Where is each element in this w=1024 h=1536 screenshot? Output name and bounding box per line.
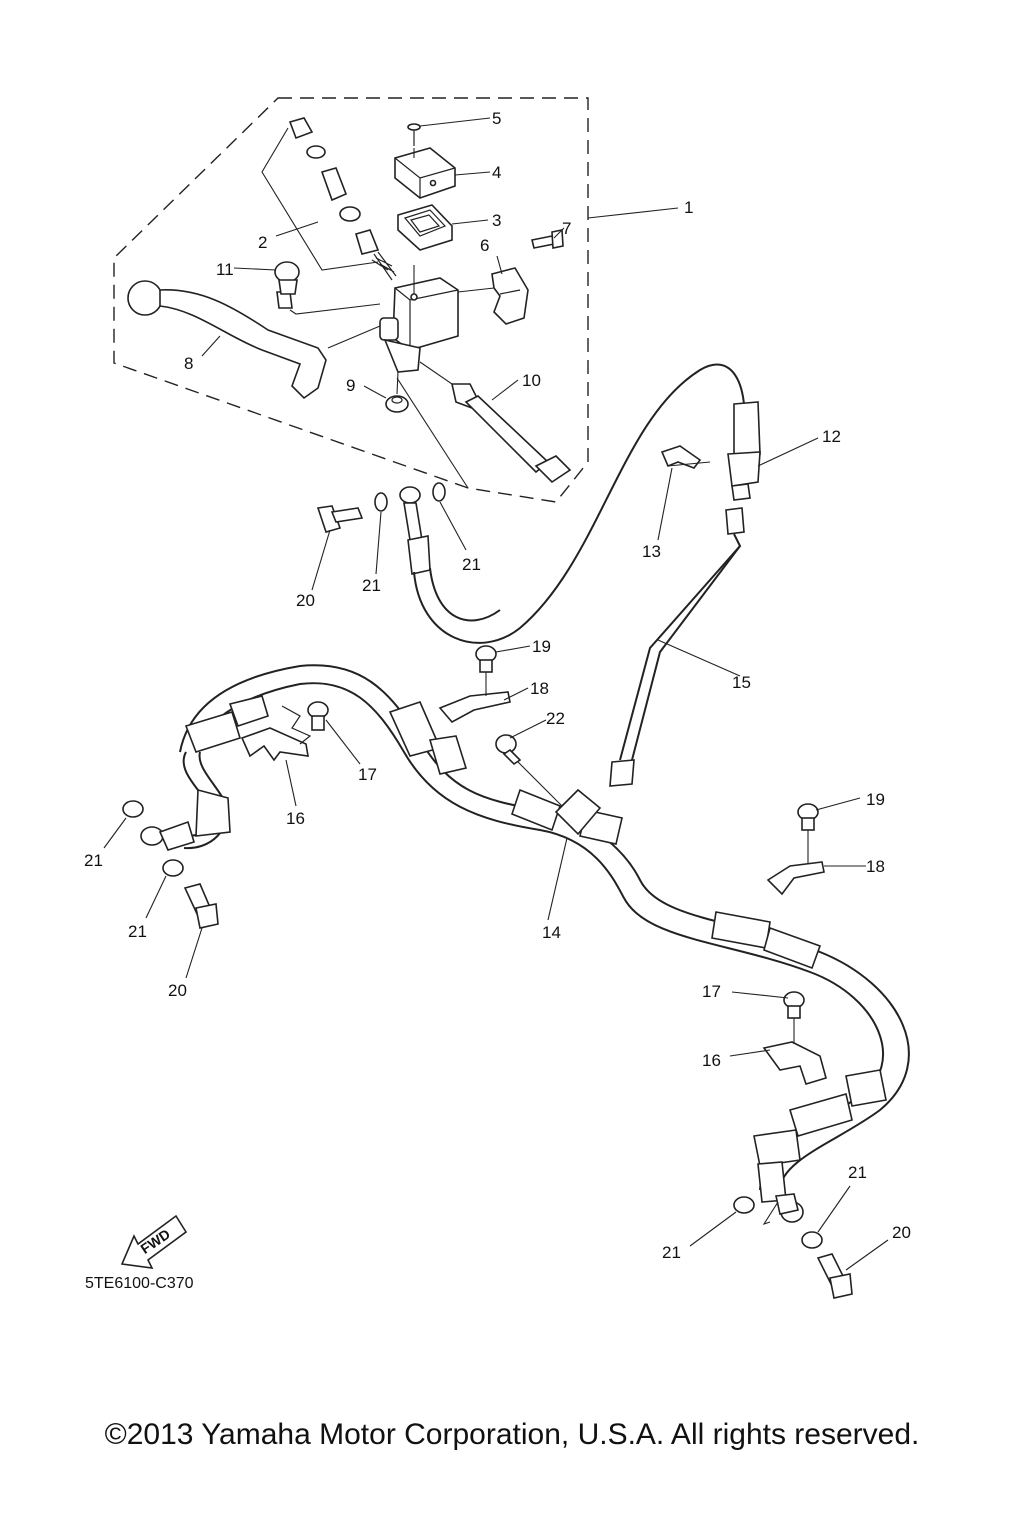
washer-right-1 [733,1196,755,1214]
callout-13: 13 [642,542,661,561]
banjo-left [140,820,195,851]
callout-9: 9 [346,376,355,395]
callout-leaders [103,117,889,1271]
callout-17a: 17 [358,765,377,784]
diaphragm [397,204,453,251]
hose-fitting-top [399,486,431,575]
hose-rib-left [195,788,231,837]
callout-21a: 21 [362,576,381,595]
callout-17b: 17 [702,982,721,1001]
fwd-arrow: FWD [120,1214,188,1269]
piston-bracket [261,127,379,271]
bracket-18-upper [438,691,511,724]
washer-left-2 [162,859,184,877]
bracket-18-right [766,861,825,896]
callout-20a: 20 [296,591,315,610]
brake-switch [451,383,572,484]
pivot-bolt [274,261,300,309]
callout-6: 6 [480,236,489,255]
hose-clamp-14 [554,788,602,836]
callout-10: 10 [522,371,541,390]
diagram-code: 5TE6100-C370 [85,1275,194,1292]
washer-top-right [432,482,446,502]
callout-21d: 21 [128,922,147,941]
callout-19b: 19 [866,790,885,809]
piston-kit [288,117,397,281]
brake-lever [127,280,327,400]
callout-21f: 21 [662,1243,681,1262]
clamp [491,267,529,325]
washer-right-2 [801,1231,823,1249]
callout-21b: 21 [462,555,481,574]
hose-rib-guards [184,695,887,1203]
callout-21e: 21 [848,1163,867,1182]
bolt-22 [495,734,522,766]
callout-12: 12 [822,427,841,446]
callout-16b: 16 [702,1051,721,1070]
upper-brake-hose [413,363,746,644]
bolt-17-upper [307,701,329,731]
union-bolt-top [316,505,364,533]
screw [407,123,421,146]
assembly-outline [113,97,589,503]
reservoir-cap [394,147,456,199]
callout-18b: 18 [866,857,885,876]
master-cylinder [379,265,459,373]
bolt-17-lower [783,991,805,1019]
bolt-19-upper [475,645,497,673]
washer-left-1 [122,800,144,818]
hose-clamp-16-lower [762,1041,827,1085]
callout-1: 1 [684,198,693,217]
lower-brake-hose [179,664,910,1191]
callout-19a: 19 [532,637,551,656]
nut [385,395,409,413]
clamp-bolt [531,229,564,249]
callout-11: 11 [216,260,234,279]
callout-18a: 18 [530,679,549,698]
union-12 [727,401,761,501]
callout-20b: 20 [168,981,187,1000]
hose-clamp-16-upper [240,705,312,762]
callout-5: 5 [492,109,501,128]
banjo-right [775,1193,804,1223]
callout-labels: 1 2 3 4 5 6 7 8 9 10 11 12 13 14 15 16 1… [84,109,911,1262]
callout-22: 22 [546,709,565,728]
brake-pipe [609,507,745,787]
callout-16a: 16 [286,809,305,828]
callout-2: 2 [258,233,267,252]
callout-7: 7 [562,219,571,238]
union-bolt-left [183,883,219,929]
callout-4: 4 [492,163,501,182]
union-bolt-right [816,1253,853,1299]
callout-20c: 20 [892,1223,911,1242]
callout-21c: 21 [84,851,103,870]
copyright-notice: ©2013 Yamaha Motor Corporation, U.S.A. A… [104,1418,920,1451]
callout-3: 3 [492,211,501,230]
callout-14: 14 [542,923,561,942]
callout-15: 15 [732,673,751,692]
callout-8: 8 [184,354,193,373]
bolt-19-right [797,803,819,831]
washer-top-left [374,492,388,512]
